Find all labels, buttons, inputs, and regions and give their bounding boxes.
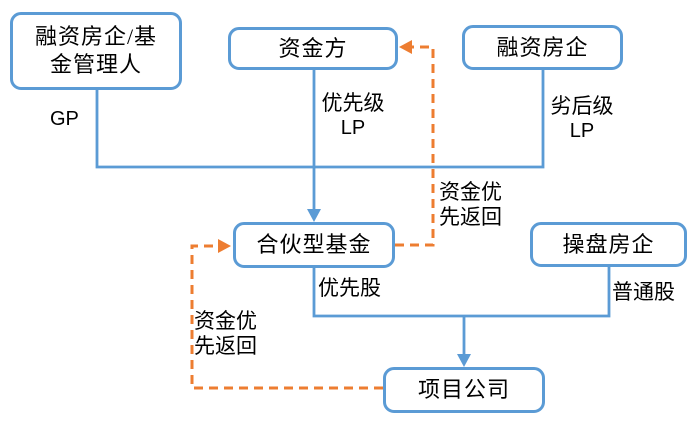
node-partnership-fund: 合伙型基金 (233, 222, 395, 268)
edge-capital-return-right (395, 45, 435, 247)
edge-label-gp: GP (50, 108, 79, 130)
arrowhead-left-capital-provider-icon (399, 40, 412, 54)
edge-label-senior-lp: 优先级 LP (316, 91, 390, 141)
edge-label-capital-return-left: 资金优 先返回 (194, 309, 257, 358)
arrowhead-down-project-company-icon (457, 354, 471, 367)
edge-label-junior-lp: 劣后级 LP (544, 94, 620, 144)
arrowhead-down-partnership-fund-icon (307, 209, 321, 222)
edge-preferred-common-bus (312, 267, 611, 318)
node-project-company: 项目公司 (383, 367, 545, 413)
node-fund-manager: 融资房企/基 金管理人 (10, 12, 182, 90)
node-financing-developer: 融资房企 (462, 25, 623, 70)
node-operating-developer: 操盘房企 (530, 222, 687, 267)
edge-gp-junior-lp-bus (95, 70, 545, 169)
arrowhead-right-partnership-fund-icon (218, 239, 231, 253)
edge-capital-return-left (190, 244, 383, 390)
edge-label-junior-lp-zh: 劣后级 (550, 94, 614, 118)
edge-label-capital-return-right: 资金优 先返回 (439, 180, 502, 229)
edge-label-preferred-stock: 优先股 (318, 276, 381, 300)
node-capital-provider: 资金方 (228, 27, 398, 70)
edge-label-common-stock: 普通股 (612, 280, 675, 304)
edge-label-junior-lp-en: LP (569, 120, 595, 142)
edge-label-senior-lp-zh: 优先级 (321, 91, 385, 115)
edge-label-senior-lp-en: LP (340, 117, 366, 139)
